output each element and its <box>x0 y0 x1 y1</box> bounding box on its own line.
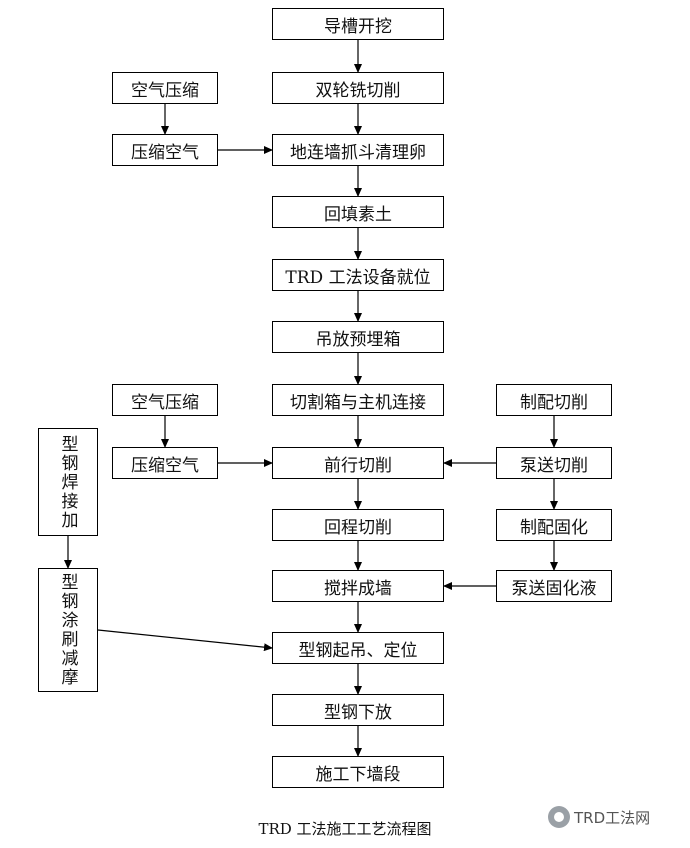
node-grab-cleaning: 地连墙抓斗清理卵 <box>272 134 444 166</box>
watermark: TRD工法网 <box>548 806 650 828</box>
node-steel-welding: 型钢焊接加 <box>38 428 98 536</box>
node-prepare-cutting-fluid: 制配切削 <box>496 384 612 416</box>
node-steel-lowering: 型钢下放 <box>272 694 444 726</box>
diagram-caption: TRD 工法施工工艺流程图 <box>258 820 432 838</box>
node-steel-antifriction-coating-label: 型钢涂刷减摩 <box>57 573 78 687</box>
node-double-wheel-milling: 双轮铣切削 <box>272 72 444 104</box>
node-backfill-soil: 回填素土 <box>272 196 444 228</box>
node-air-compression-2: 空气压缩 <box>112 384 218 416</box>
node-prepare-curing-fluid: 制配固化 <box>496 509 612 541</box>
edge-s2-n11 <box>97 629 273 652</box>
node-mix-form-wall: 搅拌成墙 <box>272 570 444 602</box>
node-return-cutting: 回程切削 <box>272 509 444 541</box>
node-air-compression-1: 空气压缩 <box>112 72 218 104</box>
node-steel-antifriction-coating: 型钢涂刷减摩 <box>38 568 98 692</box>
node-steel-lift-position: 型钢起吊、定位 <box>272 632 444 664</box>
node-connect-cutting-box: 切割箱与主机连接 <box>272 384 444 416</box>
node-forward-cutting: 前行切削 <box>272 447 444 479</box>
node-steel-welding-label: 型钢焊接加 <box>57 434 78 530</box>
node-trench-excavation: 导槽开挖 <box>272 8 444 40</box>
node-trd-equipment-in-place: TRD 工法设备就位 <box>272 259 444 291</box>
node-pump-cutting-fluid: 泵送切削 <box>496 447 612 479</box>
node-compressed-air-2: 压缩空气 <box>112 447 218 479</box>
node-pump-curing-fluid: 泵送固化液 <box>496 570 612 602</box>
node-compressed-air-1: 压缩空气 <box>112 134 218 166</box>
wechat-logo-icon <box>548 806 570 828</box>
node-lower-embedded-box: 吊放预埋箱 <box>272 321 444 353</box>
watermark-text: TRD工法网 <box>574 808 651 827</box>
node-next-wall-section: 施工下墙段 <box>272 756 444 788</box>
